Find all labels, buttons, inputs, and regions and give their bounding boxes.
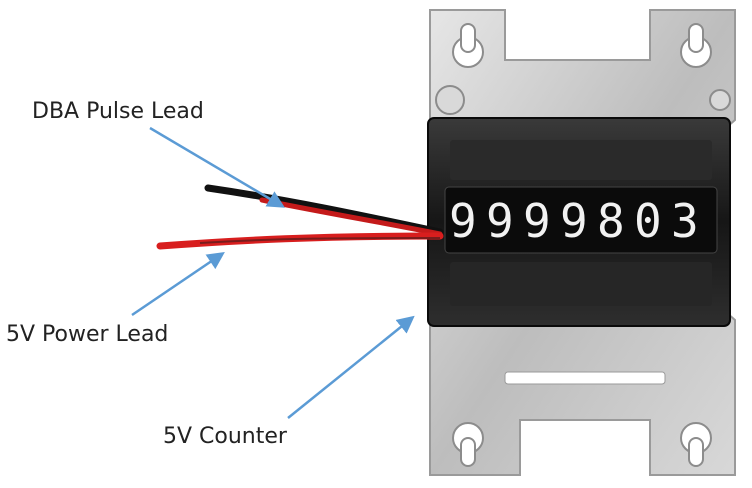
digit-window [444, 186, 718, 254]
counter-digit: 8 [597, 194, 625, 248]
arrow-dba-pulse-lead [149, 126, 286, 208]
counter-digit: 9 [523, 194, 551, 248]
counter-body [427, 117, 731, 327]
arrow-counter [287, 315, 415, 419]
counter-digit: 3 [671, 194, 699, 248]
dba-pulse-lead-label: DBA Pulse Lead [32, 99, 204, 124]
counter-label: 5V Counter [163, 424, 287, 449]
counter-digit: 9 [560, 194, 588, 248]
counter-digit: 9 [449, 194, 477, 248]
counter-digit: 9 [486, 194, 514, 248]
mounting-hole-bottom-left [452, 422, 484, 467]
counter-digit: 0 [634, 194, 662, 248]
mounting-hole-top-right [680, 23, 712, 68]
mounting-hole-top-left [452, 23, 484, 68]
counter-digits: 9 9 9 9 8 0 3 [449, 194, 699, 248]
rivet-right [709, 89, 731, 111]
mounting-hole-bottom-right [680, 422, 712, 467]
annotation-arrows [131, 126, 415, 419]
arrow-power-lead [131, 252, 225, 317]
power-lead-label: 5V Power Lead [6, 322, 169, 347]
wires [156, 184, 444, 250]
rivet-left [435, 85, 465, 115]
